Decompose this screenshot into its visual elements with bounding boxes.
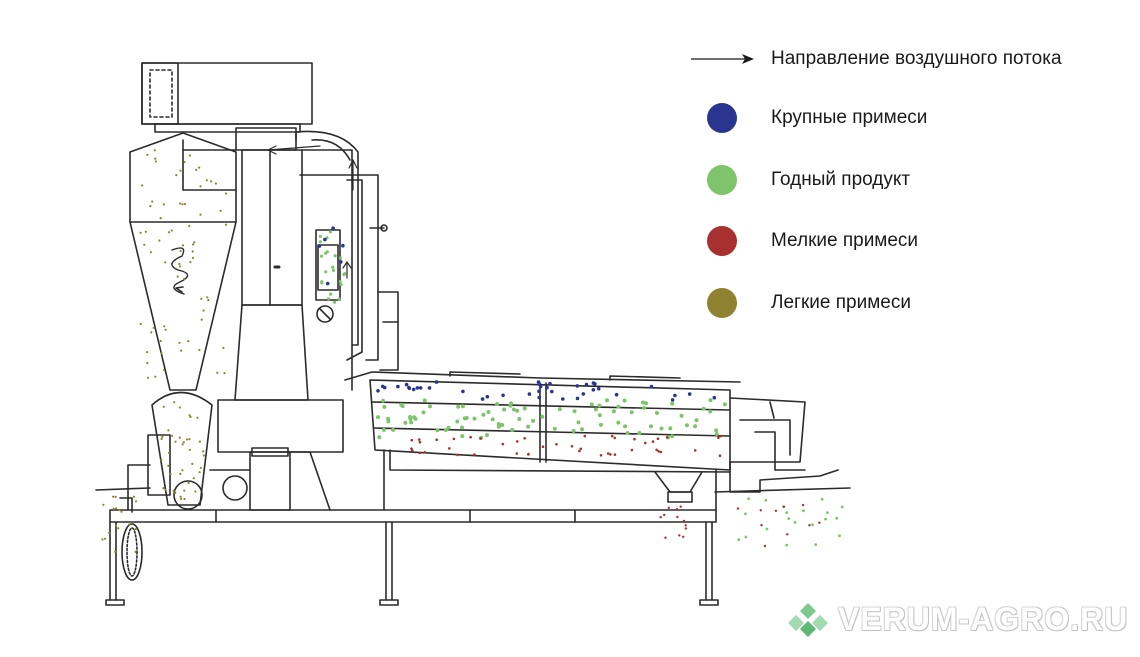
particles <box>101 149 844 554</box>
watermark: VERUM-AGRO.RU <box>786 598 1128 640</box>
cyclone <box>129 132 237 391</box>
legend-item-light-impurities: Легкие примеси <box>690 288 911 318</box>
logo-icon <box>788 603 828 637</box>
blue-dot-icon <box>707 103 737 133</box>
wheel <box>121 523 143 581</box>
frame <box>95 449 719 606</box>
legend-label-small-impurities: Мелкие примеси <box>771 230 919 251</box>
aspiration-column <box>217 127 359 453</box>
legend-label-large-impurities: Крупные примеси <box>771 107 928 128</box>
legend-item-airflow: Направление воздушного потока <box>690 44 1062 74</box>
legend-item-large-impurities: Крупные примеси <box>690 103 927 133</box>
legend-label-airflow: Направление воздушного потока <box>771 48 1062 69</box>
watermark-text: VERUM-AGRO.RU <box>838 600 1129 637</box>
olive-dot-icon <box>707 288 737 318</box>
red-dot-icon <box>707 226 737 256</box>
fan-housing <box>141 62 313 133</box>
legend-label-good-product: Годный продукт <box>771 169 911 190</box>
legend-item-good-product: Годный продукт <box>690 165 910 195</box>
airflow-arrows <box>267 145 358 279</box>
green-dot-icon <box>707 165 737 195</box>
aspiration-channel <box>299 174 399 371</box>
airflow-arrow-icon <box>690 44 754 74</box>
legend-label-light-impurities: Легкие примеси <box>771 292 911 313</box>
sieve-box <box>344 371 851 503</box>
settling-hopper <box>147 391 331 511</box>
legend-item-small-impurities: Мелкие примеси <box>690 226 918 256</box>
